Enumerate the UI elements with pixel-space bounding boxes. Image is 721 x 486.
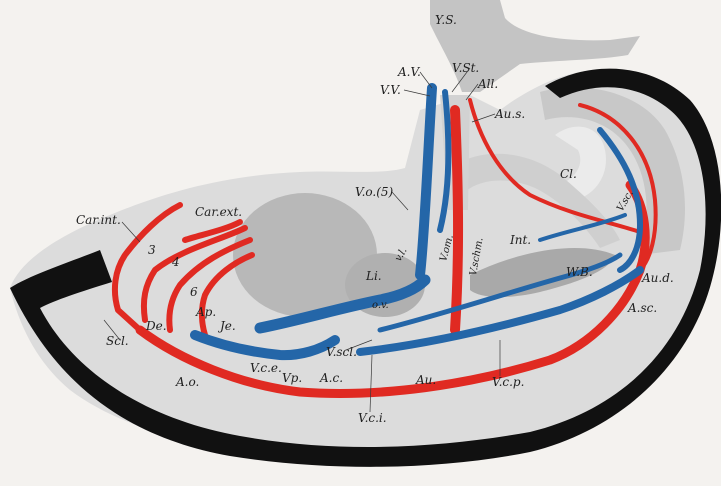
label-aud: Au.d. — [641, 271, 674, 285]
label-vci: V.c.i. — [358, 411, 387, 425]
label-li: Li. — [365, 269, 382, 283]
label-vp: Vp. — [282, 371, 302, 385]
label-au: Au. — [415, 373, 436, 387]
label-ap: Ap. — [195, 305, 216, 319]
label-de: De. — [145, 319, 167, 333]
label-vcp: V.c.p. — [492, 375, 524, 389]
label-ov: o.v. — [372, 300, 389, 311]
label-je: Je. — [217, 319, 236, 333]
label-ac: A.c. — [319, 371, 343, 385]
label-av: A.V. — [397, 65, 421, 79]
label-arch-4: 4 — [171, 255, 180, 269]
label-vo5: V.o.(5) — [355, 185, 394, 199]
label-vst: V.St. — [452, 61, 479, 75]
label-vce: V.c.e. — [250, 361, 282, 375]
label-aus: Au.s. — [494, 107, 525, 121]
label-vscl: V.scl. — [326, 345, 357, 359]
label-car-int: Car.int. — [76, 213, 121, 227]
label-int: Int. — [509, 233, 531, 247]
label-ao: A.o. — [175, 375, 199, 389]
label-arch-3: 3 — [148, 243, 156, 257]
label-arch-6: 6 — [190, 285, 198, 299]
umbilical-artery — [455, 110, 458, 330]
label-ys: Y.S. — [435, 13, 457, 27]
label-cl: Cl. — [560, 167, 577, 181]
label-all: All. — [477, 77, 498, 91]
label-asc: A.sc. — [627, 301, 657, 315]
label-wb: W.B. — [566, 265, 593, 279]
label-vv: V.V. — [380, 83, 401, 97]
label-car-ext: Car.ext. — [195, 205, 242, 219]
